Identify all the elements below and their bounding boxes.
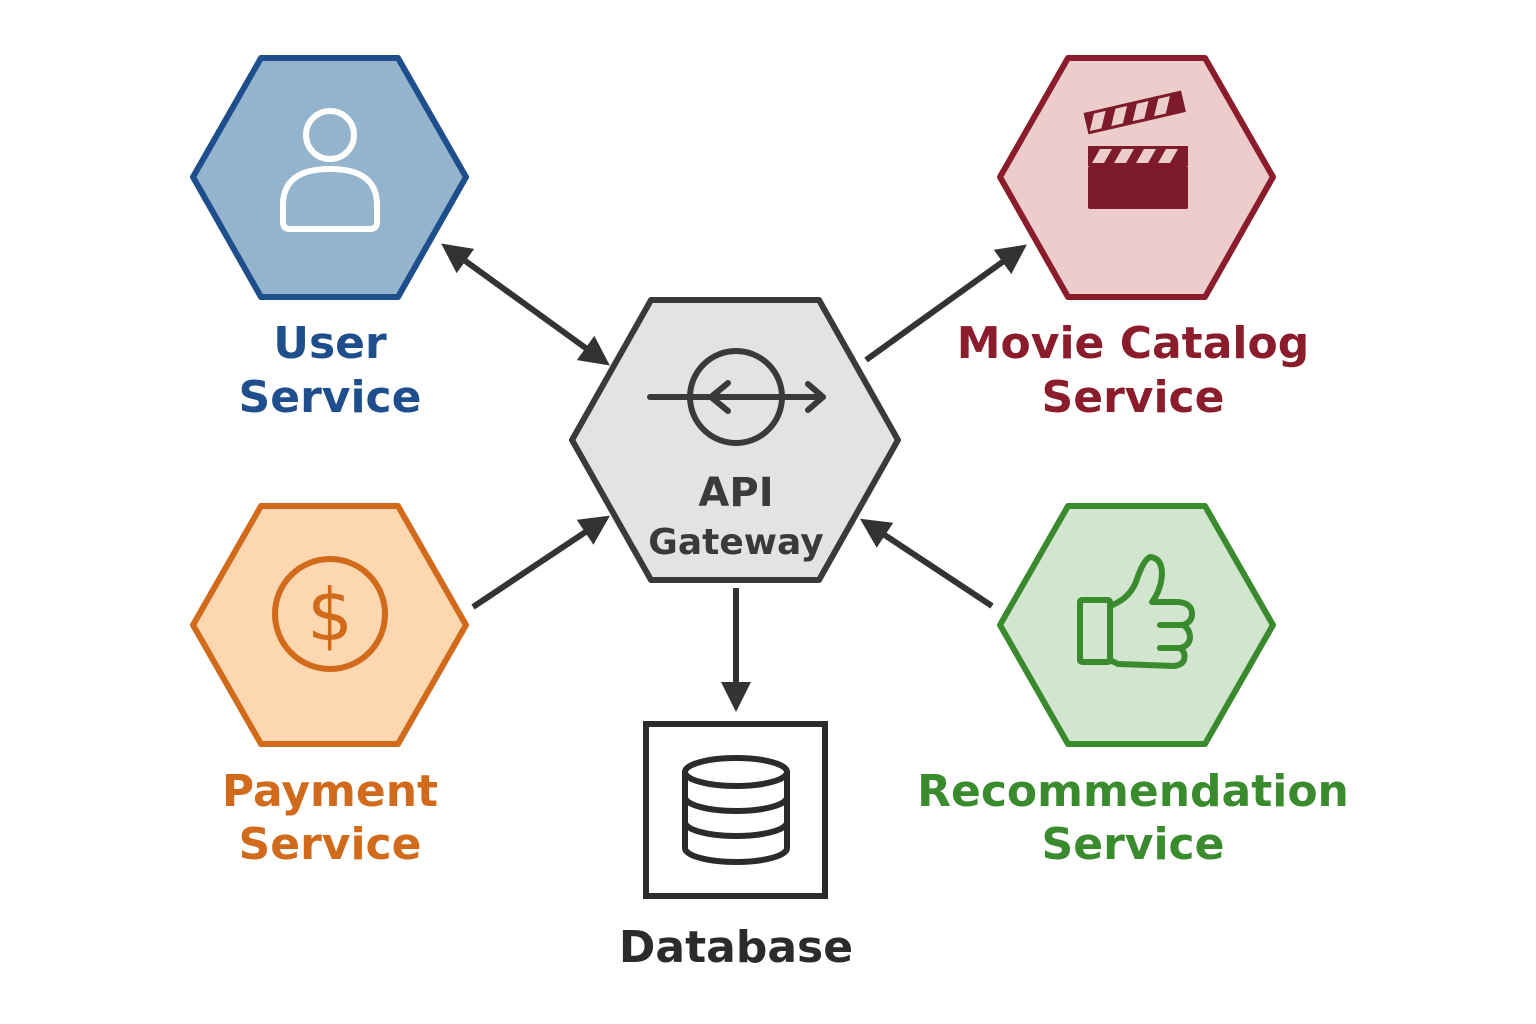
node-movie-catalog-service: Movie Catalog Service: [957, 55, 1309, 423]
user-icon: [280, 108, 380, 232]
movie-service-label-line1: Movie Catalog: [957, 318, 1309, 369]
payment-service-label-line2: Service: [239, 819, 422, 870]
recommendation-service-label-line1: Recommendation: [917, 766, 1349, 817]
user-service-hexagon: [190, 55, 469, 300]
payment-service-label-line1: Payment: [222, 766, 438, 817]
node-database: Database: [619, 721, 853, 973]
api-gateway-label-line1: API: [698, 470, 773, 516]
user-service-label-line1: User: [273, 318, 387, 369]
edge-recommendation-gateway: [859, 518, 994, 609]
dollar-coin-icon: $: [272, 556, 388, 672]
database-label: Database: [619, 922, 853, 973]
node-api-gateway: API Gateway: [569, 297, 901, 583]
movie-service-label-line2: Service: [1042, 372, 1225, 423]
edge-user-gateway: [441, 243, 610, 366]
node-user-service: User Service: [190, 55, 469, 423]
database-icon: [682, 755, 790, 865]
svg-text:$: $: [307, 573, 353, 657]
node-payment-service: $ Payment Service: [190, 503, 469, 870]
edge-payment-gateway: [471, 515, 610, 610]
clapperboard-icon: [1083, 90, 1188, 209]
edge-gateway-movie: [864, 244, 1027, 363]
recommendation-service-label-line2: Service: [1042, 819, 1225, 870]
recommendation-service-hexagon: [997, 503, 1276, 747]
thumbs-up-icon: [1077, 554, 1195, 669]
bidirectional-arrow-icon: [647, 348, 826, 446]
edges: [441, 243, 1027, 712]
payment-service-hexagon: [190, 503, 469, 747]
user-service-label-line2: Service: [239, 372, 422, 423]
api-gateway-label-line2: Gateway: [648, 522, 823, 563]
node-recommendation-service: Recommendation Service: [917, 503, 1349, 870]
